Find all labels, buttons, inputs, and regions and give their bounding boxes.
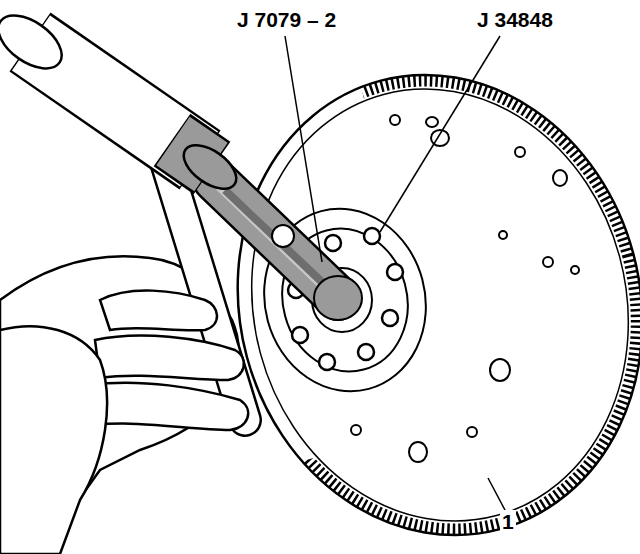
flywheel-hub xyxy=(382,310,398,326)
flywheel-hub xyxy=(364,228,380,244)
hand-fingers xyxy=(95,335,244,380)
hand-fingers xyxy=(0,326,107,554)
flywheel xyxy=(204,46,640,554)
flywheel xyxy=(543,257,553,267)
flywheel xyxy=(499,231,507,239)
hand-fingers xyxy=(100,291,217,331)
tool-label: J 34848 xyxy=(475,8,555,31)
flywheel-hub xyxy=(292,327,308,343)
flywheel xyxy=(390,115,400,125)
flywheel xyxy=(553,170,567,186)
flywheel-hub xyxy=(266,214,423,385)
tool-label: J 7079 – 2 xyxy=(235,8,338,31)
flywheel-hub xyxy=(387,264,403,280)
flywheel xyxy=(490,359,510,381)
flywheel xyxy=(467,427,477,437)
flywheel xyxy=(409,442,427,462)
flywheel xyxy=(194,36,640,554)
flywheel xyxy=(187,29,640,554)
flywheel-hub xyxy=(358,344,374,360)
flywheel xyxy=(187,29,640,554)
leader-lines xyxy=(285,36,322,262)
flywheel xyxy=(571,266,579,274)
driver-tool xyxy=(272,225,294,247)
hand-fingers xyxy=(90,383,248,430)
flywheel-hub xyxy=(325,235,341,251)
flywheel xyxy=(515,147,525,157)
flywheel xyxy=(351,425,361,435)
hammer xyxy=(0,5,71,79)
hammer xyxy=(176,137,244,198)
callout-number: 1 xyxy=(500,510,516,533)
leader-lines xyxy=(285,36,505,510)
hand-fingers xyxy=(0,291,248,554)
leader-lines xyxy=(488,478,505,510)
leader-lines xyxy=(380,36,500,232)
driver-tool xyxy=(314,276,362,320)
flywheel-hub xyxy=(319,354,335,370)
flywheel xyxy=(426,117,438,127)
driver-tool xyxy=(205,172,362,320)
